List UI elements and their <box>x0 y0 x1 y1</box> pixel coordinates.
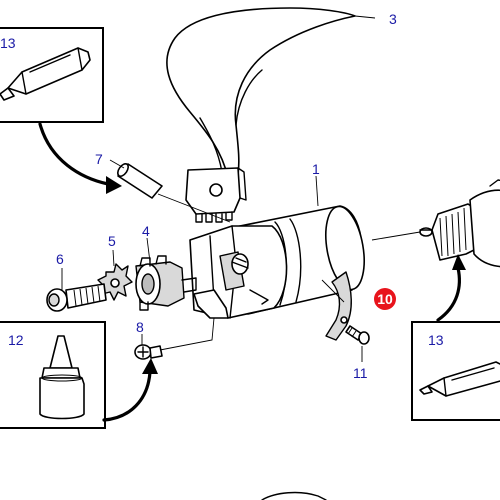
callout-10: 10 <box>374 288 396 310</box>
leader-shaft <box>371 231 421 241</box>
sealant-bottle-icon <box>39 335 85 420</box>
leader-1 <box>315 175 319 207</box>
arrow-12-head <box>142 358 158 374</box>
arrow-12 <box>102 370 152 422</box>
part-6-bolt <box>46 283 107 312</box>
label-7: 7 <box>95 151 103 167</box>
label-4: 4 <box>142 223 150 239</box>
leader-10 <box>321 279 345 303</box>
part-4-cam <box>135 255 197 311</box>
part-3-blade <box>166 7 356 223</box>
grease-tube-icon <box>0 47 91 101</box>
part-8-screw <box>134 344 163 360</box>
label-3: 3 <box>389 11 397 27</box>
part-10-lever <box>325 271 352 341</box>
inset-box-12: 12 <box>0 321 106 429</box>
inset-box-13-top: 13 <box>0 27 104 123</box>
label-12: 12 <box>8 332 24 348</box>
part-1-housing <box>189 205 365 319</box>
arrow-13-top-head <box>106 176 122 194</box>
arrow-13-top <box>38 122 110 186</box>
leader-3 <box>354 15 376 19</box>
arrow-13-right-head <box>452 254 466 270</box>
label-11: 11 <box>353 365 368 381</box>
leader-8-to-housing <box>159 317 215 351</box>
arrow-13-right <box>436 266 461 322</box>
label-13-right: 13 <box>428 332 444 348</box>
inset-box-13-right: 13 <box>411 321 500 421</box>
label-13-top: 13 <box>0 35 16 51</box>
part-11-screw <box>345 325 370 345</box>
label-1: 1 <box>312 161 320 177</box>
cropped-bottom-part <box>261 491 327 500</box>
leader-7 <box>109 159 125 169</box>
part-7-pin <box>117 163 163 199</box>
leader-5 <box>112 249 115 267</box>
leader-7-to-hub <box>157 193 231 223</box>
label-8: 8 <box>136 319 144 335</box>
label-6: 6 <box>56 251 64 267</box>
splined-shaft <box>419 179 500 268</box>
label-5: 5 <box>108 233 116 249</box>
leader-4 <box>146 237 151 263</box>
grease-tube-right-icon <box>419 361 500 397</box>
label-10: 10 <box>377 291 393 307</box>
